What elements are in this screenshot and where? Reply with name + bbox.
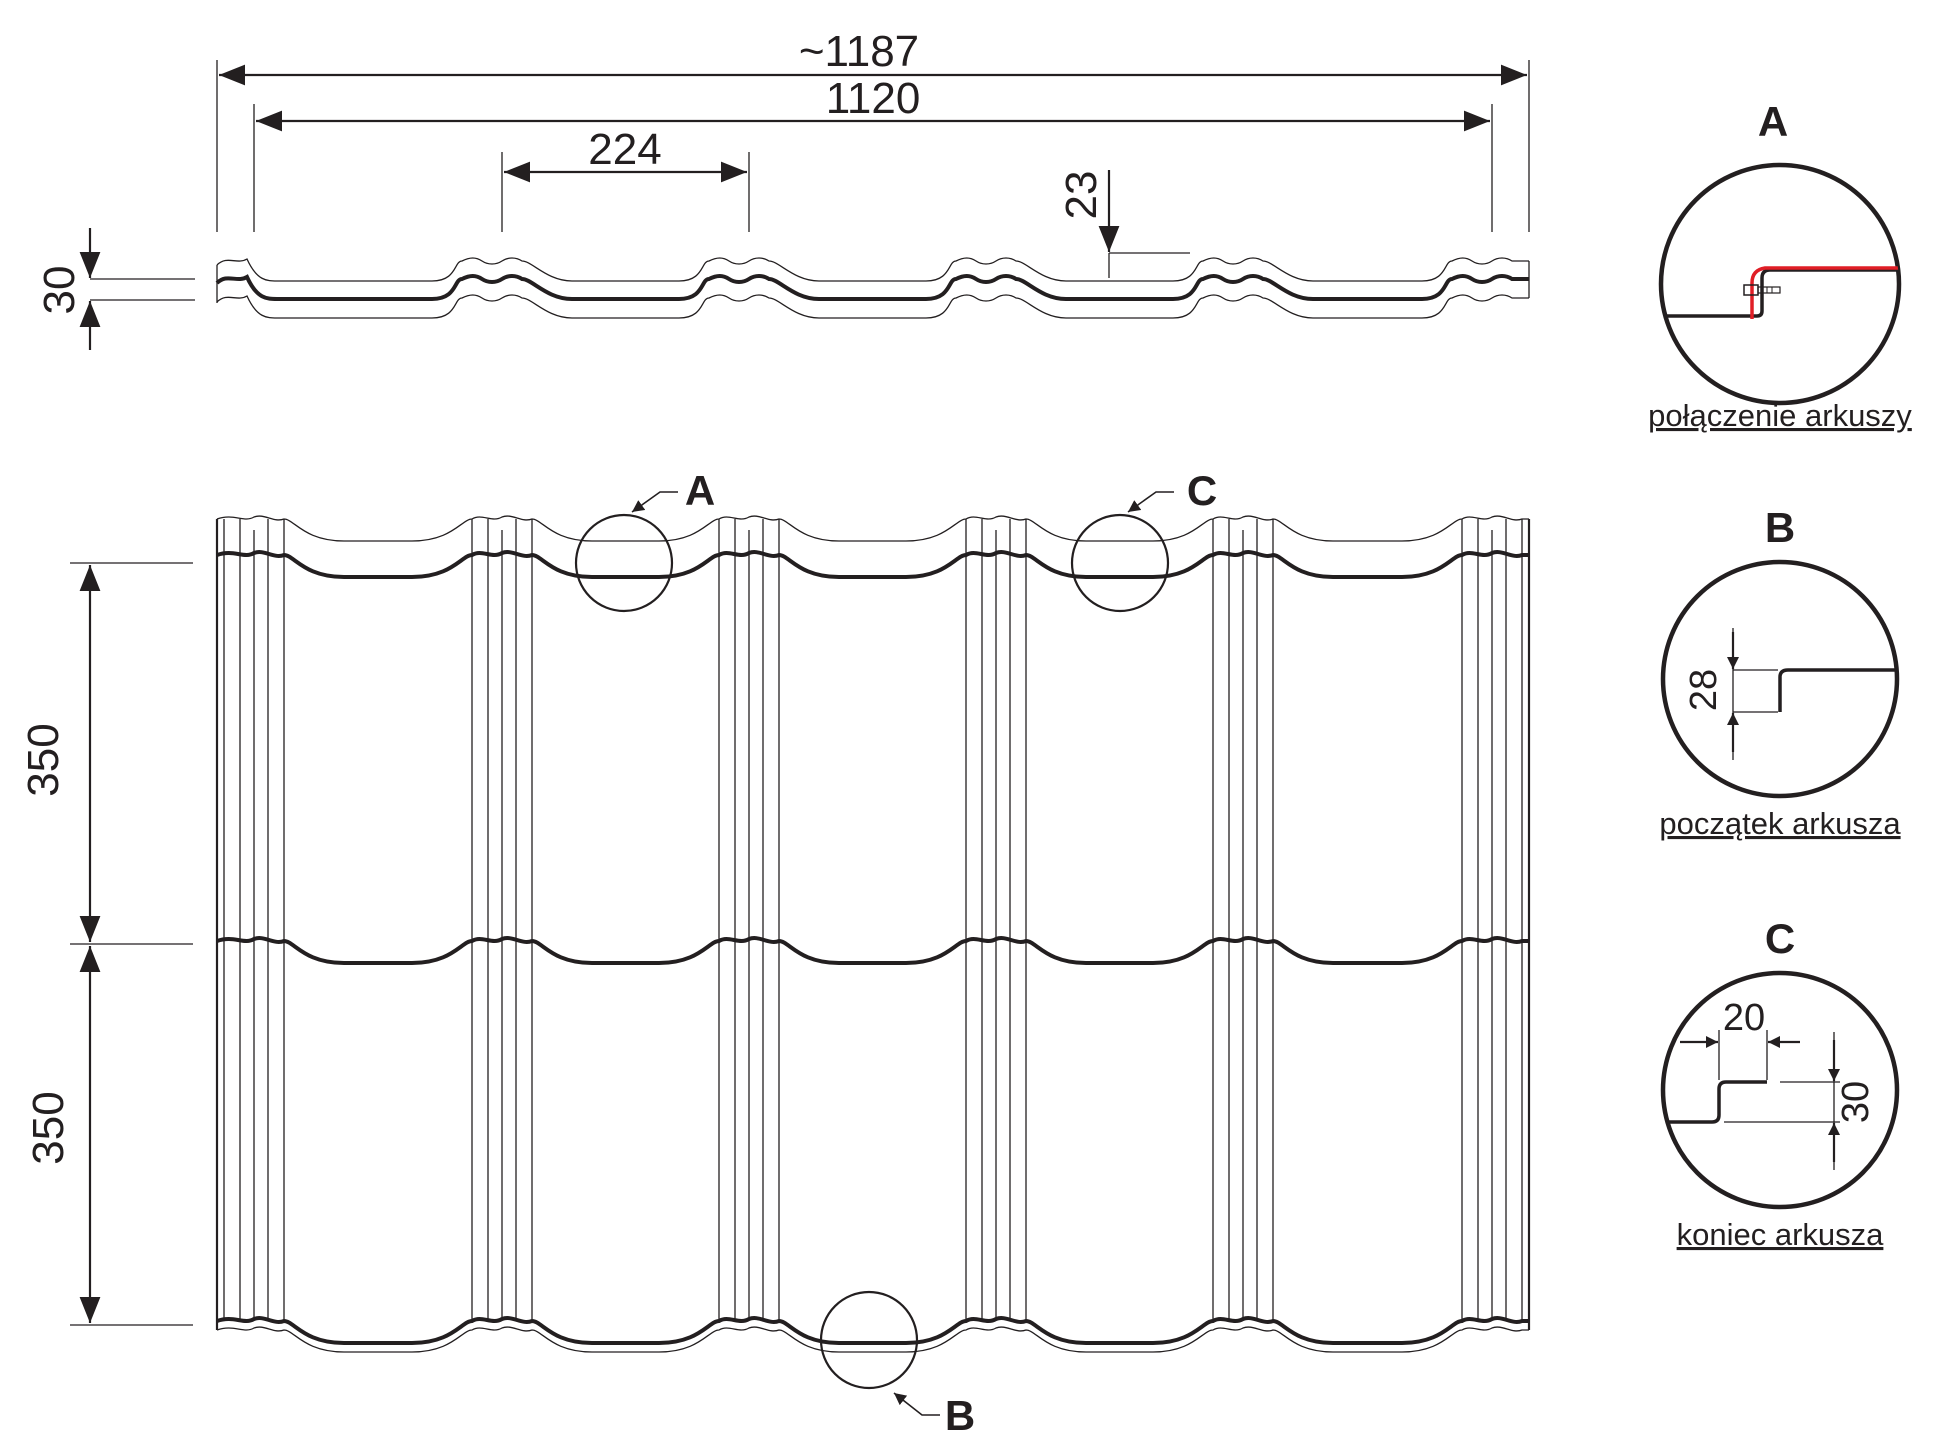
- sheet-view: 350 350 A C B: [19, 467, 1531, 1439]
- sheet-outline: [215, 515, 1531, 1353]
- dim-step-upper-label: 350: [19, 723, 68, 796]
- sheet-middle-step: [216, 936, 1529, 965]
- callout-leader-a: [631, 491, 678, 513]
- profile-bottom-line: [216, 294, 1529, 319]
- callout-leader-b: [893, 1392, 940, 1416]
- sheet-bottom-step: [216, 1316, 1529, 1345]
- callout-circle-c: [1070, 513, 1170, 613]
- profile-mid-line: [215, 274, 1529, 301]
- sheet-top-edge: [216, 515, 1529, 542]
- detail-c-dim-height: 30: [1835, 1081, 1877, 1123]
- detail-a-circle: [1658, 162, 1902, 406]
- sheet-top-step: [216, 550, 1529, 579]
- callout-leader-c: [1127, 491, 1174, 513]
- dim-height-label: 30: [35, 266, 84, 315]
- detail-c-circle: [1660, 970, 1900, 1210]
- callout-label-a: A: [685, 467, 715, 514]
- profile-view: ~1187 1120 224 23 30: [35, 27, 1530, 350]
- detail-c-caption: koniec arkusza: [1677, 1217, 1885, 1252]
- dim-module-label: 224: [588, 125, 661, 174]
- detail-a-letter: A: [1758, 98, 1788, 145]
- detail-a-upper-sheet: [1750, 266, 1899, 319]
- detail-a: A połączenie arkuszy: [1648, 98, 1912, 433]
- detail-c-dim-width: 20: [1723, 997, 1765, 1039]
- dim-depth-label: 23: [1057, 171, 1106, 220]
- sheet-bottom-edge: [216, 1326, 1529, 1353]
- callout-circle-b: [819, 1290, 919, 1390]
- callout-label-b: B: [945, 1392, 975, 1439]
- detail-b-sheet-start: [1778, 668, 1897, 712]
- detail-c: C 20 30 koniec arkusza: [1660, 915, 1900, 1252]
- detail-b-dim: 28: [1683, 669, 1725, 711]
- dim-effective-label: 1120: [826, 74, 921, 123]
- screw-shaft-icon: [1757, 286, 1781, 294]
- callout-circle-a: [574, 513, 674, 613]
- detail-c-letter: C: [1765, 915, 1795, 962]
- detail-a-lower-sheet: [1661, 268, 1899, 318]
- dim-step-lower-label: 350: [24, 1091, 73, 1164]
- detail-a-caption: połączenie arkuszy: [1648, 398, 1912, 433]
- detail-c-sheet-end: [1663, 1080, 1767, 1124]
- callout-label-c: C: [1187, 467, 1217, 514]
- profile-section: [215, 257, 1530, 319]
- dim-overall-label: ~1187: [799, 27, 919, 76]
- detail-b-caption: początek arkusza: [1659, 806, 1901, 841]
- detail-b-letter: B: [1765, 504, 1795, 551]
- profile-top-line: [216, 257, 1529, 282]
- detail-b: B 28 początek arkusza: [1659, 504, 1901, 841]
